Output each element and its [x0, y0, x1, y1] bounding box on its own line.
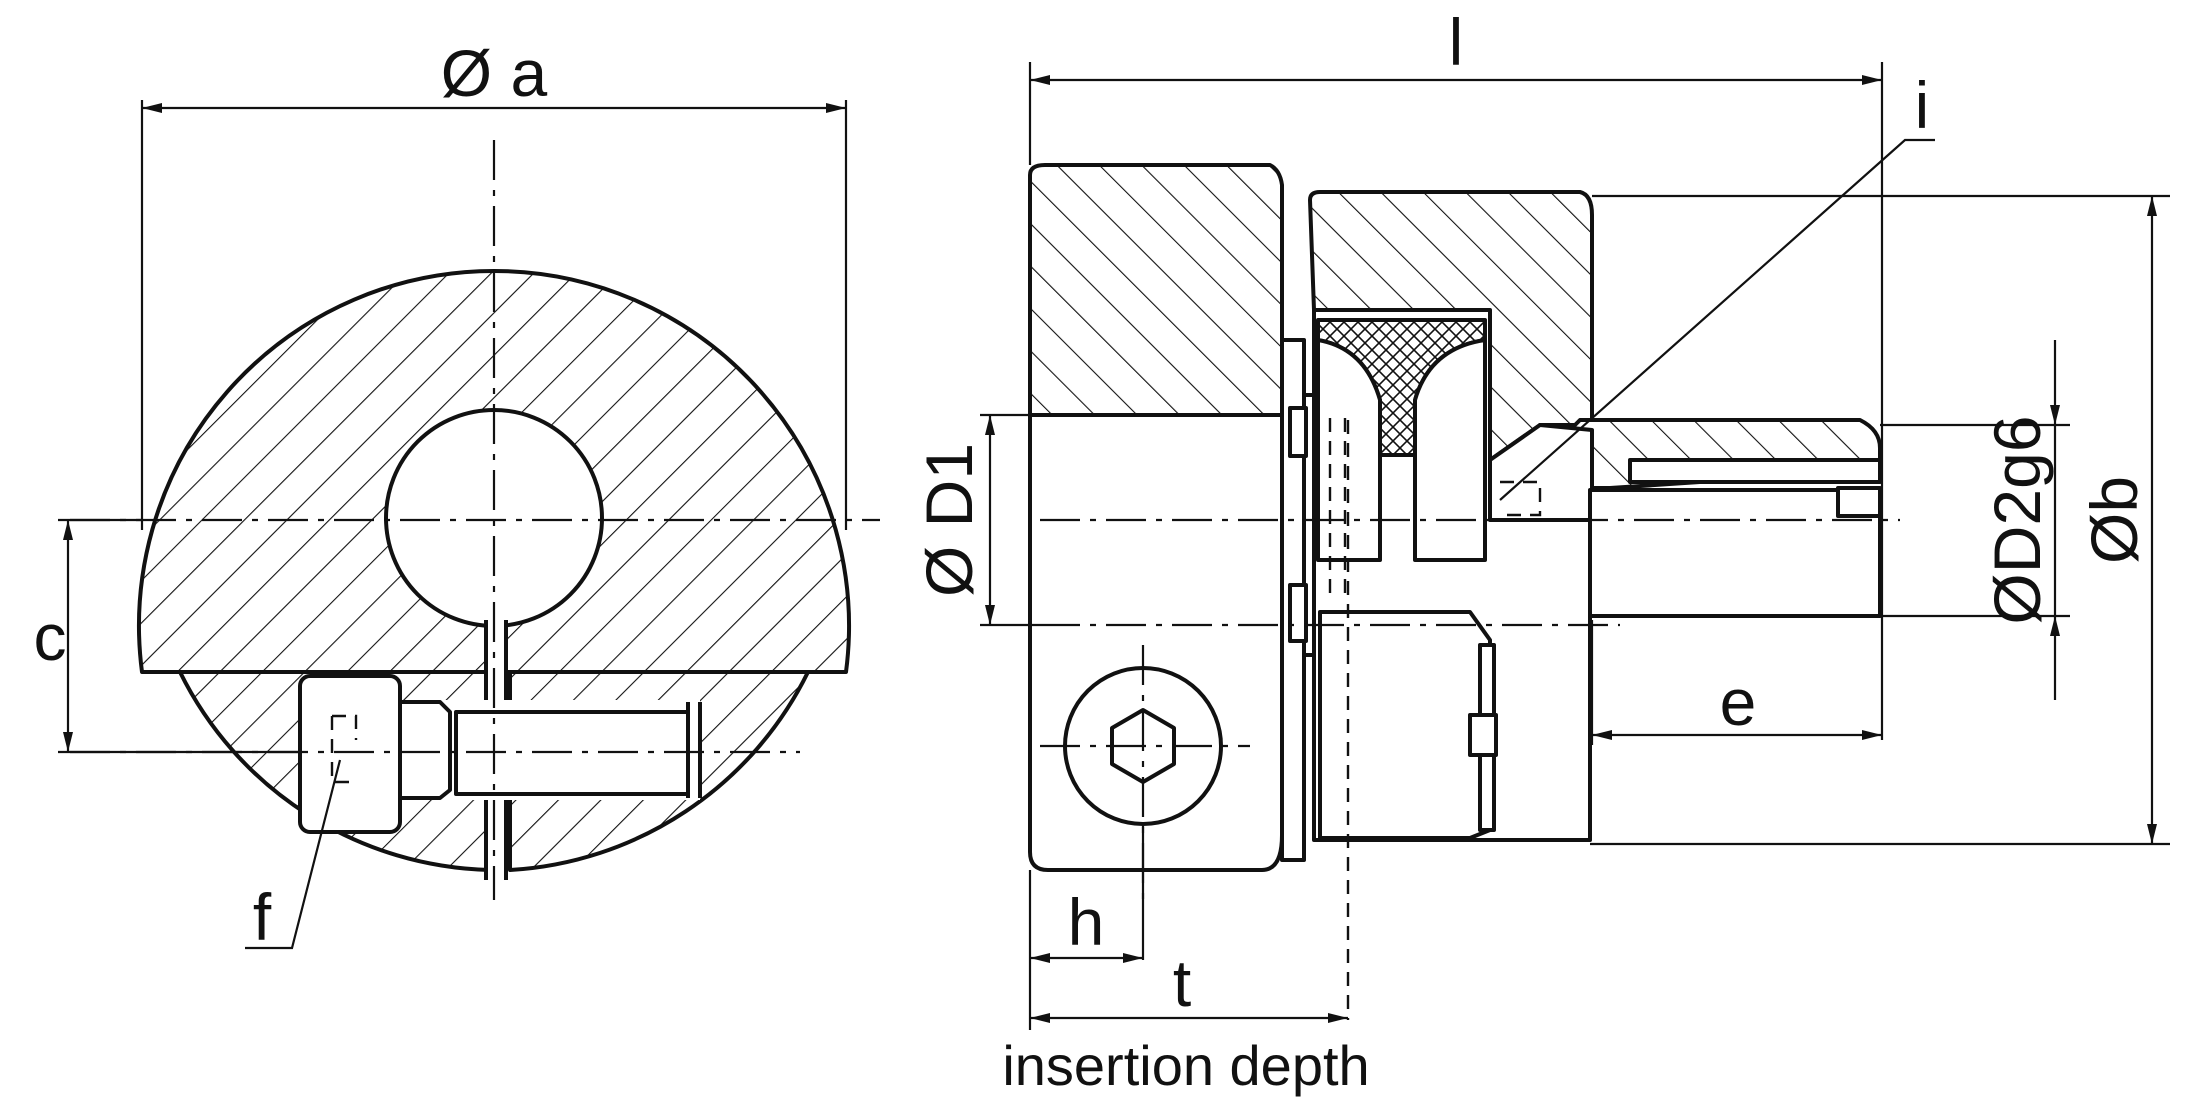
leader-f	[245, 759, 342, 950]
side-section-view: l i Ø D1 ØD2g6 Øb e h t insertion de	[912, 5, 2170, 1097]
dim-h-label: h	[1068, 885, 1105, 959]
clamp-screw-shank	[398, 700, 452, 800]
insertion-depth-caption: insertion depth	[1002, 1034, 1369, 1097]
right-clamp-block	[1318, 610, 1492, 840]
dim-c-label: c	[34, 600, 67, 674]
dim-a-label: Ø a	[441, 36, 548, 110]
dim-D1-label: Ø D1	[912, 443, 986, 597]
dim-b-label: Øb	[2077, 476, 2151, 564]
clamp-screw-head	[298, 674, 402, 834]
dim-i-label: i	[1915, 68, 1930, 142]
dim-t-label: t	[1173, 946, 1191, 1020]
output-shaft	[1588, 488, 1882, 618]
leader-i	[1499, 138, 1935, 501]
dim-D2-label: ØD2g6	[1980, 415, 2054, 624]
dim-e-label: e	[1720, 665, 1757, 739]
dim-l-label: l	[1449, 5, 1464, 79]
cross-section-view: Ø a c f	[34, 36, 880, 954]
left-hub-body	[1028, 413, 1284, 872]
left-hub-section	[1028, 163, 1284, 417]
dim-f-label: f	[253, 880, 272, 954]
